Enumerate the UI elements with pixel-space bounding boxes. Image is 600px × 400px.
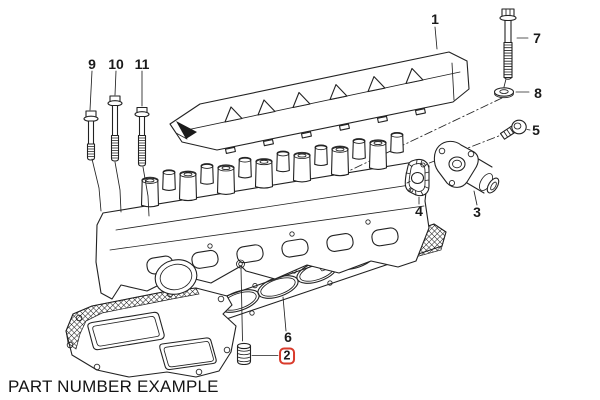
part-callout-6: 6	[284, 329, 292, 345]
caption: PART NUMBER EXAMPLE	[8, 377, 219, 396]
stud-part-11	[134, 106, 150, 167]
stud-part-9	[83, 110, 99, 161]
part-callout-4: 4	[415, 203, 423, 219]
valve-cover-tabs	[224, 108, 426, 154]
thermostat-housing-part-3	[433, 140, 500, 194]
part-callout-8: 8	[534, 85, 542, 101]
part-callout-11: 11	[134, 56, 150, 72]
washer-part-8	[493, 87, 515, 99]
part-callout-3: 3	[473, 204, 481, 220]
valve-cover-end-wedge	[176, 121, 197, 139]
bolt-part-7	[499, 8, 517, 88]
housing-gasket-part-4	[404, 158, 430, 197]
dowel-sleeve-part-2	[236, 342, 252, 366]
part-callout-9: 9	[88, 56, 96, 72]
part-callout-2-highlighted: 2	[279, 347, 295, 365]
plug-part-5	[499, 119, 527, 140]
part-callout-7: 7	[533, 30, 541, 46]
leader-lines	[89, 26, 531, 356]
part-callout-1: 1	[431, 11, 439, 27]
valve-cover-ribs	[224, 67, 424, 123]
profile-gasket	[65, 287, 237, 378]
stud-part-10	[107, 95, 123, 162]
part-callout-5: 5	[532, 122, 540, 138]
valve-cover-part-1	[169, 51, 470, 154]
part-callout-10: 10	[108, 56, 124, 72]
head-ports	[146, 227, 399, 275]
